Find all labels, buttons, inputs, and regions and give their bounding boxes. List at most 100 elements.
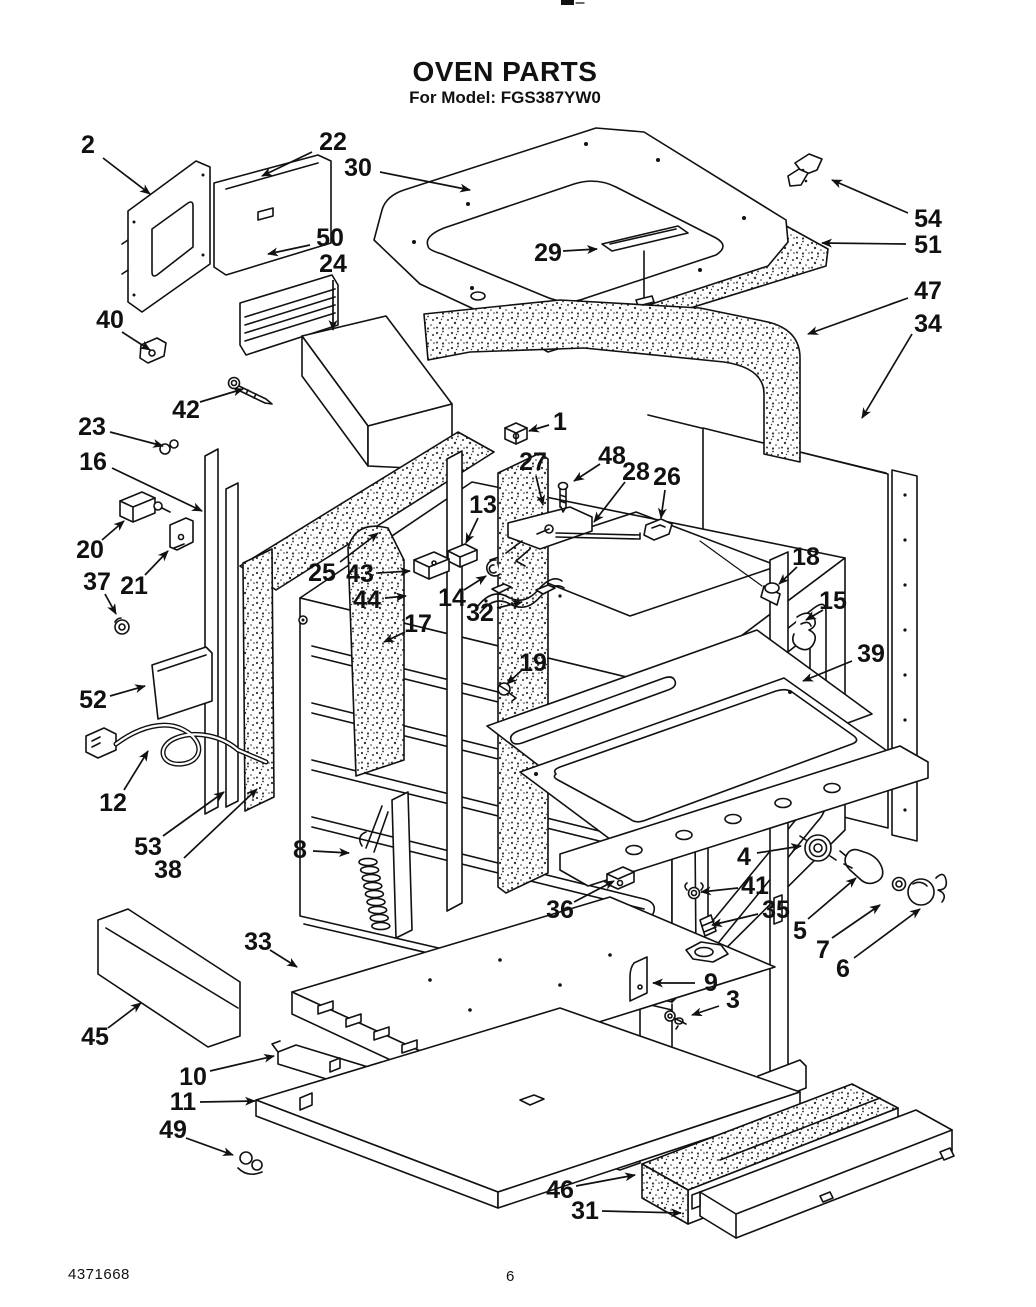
part-8-door-spring: [358, 791, 413, 939]
part-16-switch: [119, 491, 171, 523]
callout-leader-42: [199, 387, 244, 403]
callout-leader-3: [691, 1005, 720, 1017]
callout-18: 18: [792, 543, 820, 571]
part-50-vent-grille: [239, 274, 339, 356]
callout-leader-27: [535, 475, 546, 506]
part-31-kick-panel: [691, 1109, 955, 1239]
callout-33: 33: [244, 928, 272, 956]
callout-12: 12: [99, 789, 127, 817]
callout-leader-18: [778, 566, 798, 585]
page-number: 6: [506, 1268, 515, 1285]
part-52-trim: [151, 646, 213, 720]
callout-leader-15: [805, 609, 824, 621]
callout-leader-12: [123, 750, 149, 791]
callout-leader-13: [465, 517, 479, 544]
callout-leader-40: [121, 331, 151, 351]
callout-7: 7: [816, 936, 830, 964]
callout-leader-49: [185, 1137, 234, 1156]
callout-1: 1: [553, 408, 567, 436]
callout-leader-38: [183, 788, 258, 859]
callout-leader-25: [339, 532, 379, 563]
callout-34: 34: [914, 310, 942, 338]
callout-2: 2: [81, 131, 95, 159]
callout-11: 11: [170, 1088, 197, 1116]
callout-leader-34: [861, 333, 913, 419]
part-22-jacket-panel: [213, 154, 332, 276]
part-11-drawer-bottom: [255, 1007, 801, 1209]
part-38-insulation-strip: [242, 548, 275, 812]
callout-leader-36: [573, 880, 615, 903]
callout-47: 47: [914, 277, 942, 305]
part-21-bracket: [169, 517, 194, 551]
callout-28: 28: [622, 458, 650, 486]
part-35-leveling-foot: [685, 914, 729, 963]
part-18-bolt: [699, 540, 781, 606]
callout-leader-1: [528, 423, 550, 433]
part-47-insulation-wrap: [423, 299, 801, 463]
part-32-harness: [477, 578, 565, 614]
page-top-mark: [561, 0, 585, 5]
part-43-block: [413, 551, 450, 580]
part-54-clip: [787, 153, 823, 187]
part-45-deflector: [97, 908, 241, 1048]
part-7-gasket-ring: [891, 876, 907, 892]
callout-leader-16: [111, 467, 203, 512]
part-2-rear-access-panel: [121, 160, 211, 313]
callout-3: 3: [726, 986, 740, 1014]
callout-51: 51: [914, 231, 942, 259]
callout-52: 52: [79, 686, 107, 714]
callout-leader-8: [312, 847, 350, 857]
callout-48: 48: [598, 442, 626, 470]
callout-36: 36: [546, 896, 574, 924]
part-39-rack-and-broil-pan: [486, 629, 929, 887]
callout-15: 15: [819, 587, 847, 615]
callout-5: 5: [793, 917, 807, 945]
callout-24: 24: [319, 250, 347, 278]
part-6-lens: [907, 873, 948, 906]
callout-leader-11: [199, 1096, 256, 1106]
part-4-lamp-socket: [799, 834, 837, 862]
callout-44: 44: [353, 586, 381, 614]
callout-50: 50: [316, 224, 344, 252]
callout-49: 49: [159, 1116, 187, 1144]
callout-32: 32: [466, 599, 494, 627]
callout-leader-23: [109, 431, 164, 448]
callout-leader-47: [807, 297, 909, 335]
callout-30: 30: [344, 154, 372, 182]
callout-leader-31: [601, 1208, 682, 1218]
callout-leader-17: [383, 631, 406, 643]
callout-45: 45: [81, 1023, 109, 1051]
part-3-screw: [664, 1010, 687, 1030]
callout-43: 43: [346, 560, 374, 588]
callout-leader-19: [506, 669, 523, 685]
part-17-side-trim-strips: [204, 448, 239, 815]
part-13-spacer: [447, 543, 478, 568]
callout-leader-2: [102, 157, 151, 195]
part-42-screw: [227, 376, 273, 405]
callout-leader-6: [853, 908, 921, 959]
callout-leader-45: [107, 1002, 142, 1029]
callout-leader-26: [657, 489, 667, 519]
callout-53: 53: [134, 833, 162, 861]
callout-leader-48: [573, 463, 601, 482]
callout-leader-53: [162, 791, 225, 837]
callout-41: 41: [741, 872, 769, 900]
callout-40: 40: [96, 306, 124, 334]
callout-leader-33: [269, 949, 298, 968]
callout-leader-46: [575, 1172, 636, 1187]
callout-4: 4: [737, 843, 751, 871]
callout-13: 13: [469, 491, 497, 519]
callout-29: 29: [534, 239, 562, 267]
callout-27: 27: [519, 448, 547, 476]
model-subtitle: For Model: FGS387YW0: [409, 88, 601, 107]
part-49-clip: [237, 1151, 263, 1176]
callout-22: 22: [319, 128, 347, 156]
callout-19: 19: [519, 649, 547, 677]
callout-8: 8: [293, 836, 307, 864]
callout-leader-7: [831, 904, 881, 939]
callout-leader-44: [384, 592, 407, 602]
callout-23: 23: [78, 413, 106, 441]
part-23-clip: [155, 439, 179, 455]
part-29-bracket: [601, 225, 689, 307]
